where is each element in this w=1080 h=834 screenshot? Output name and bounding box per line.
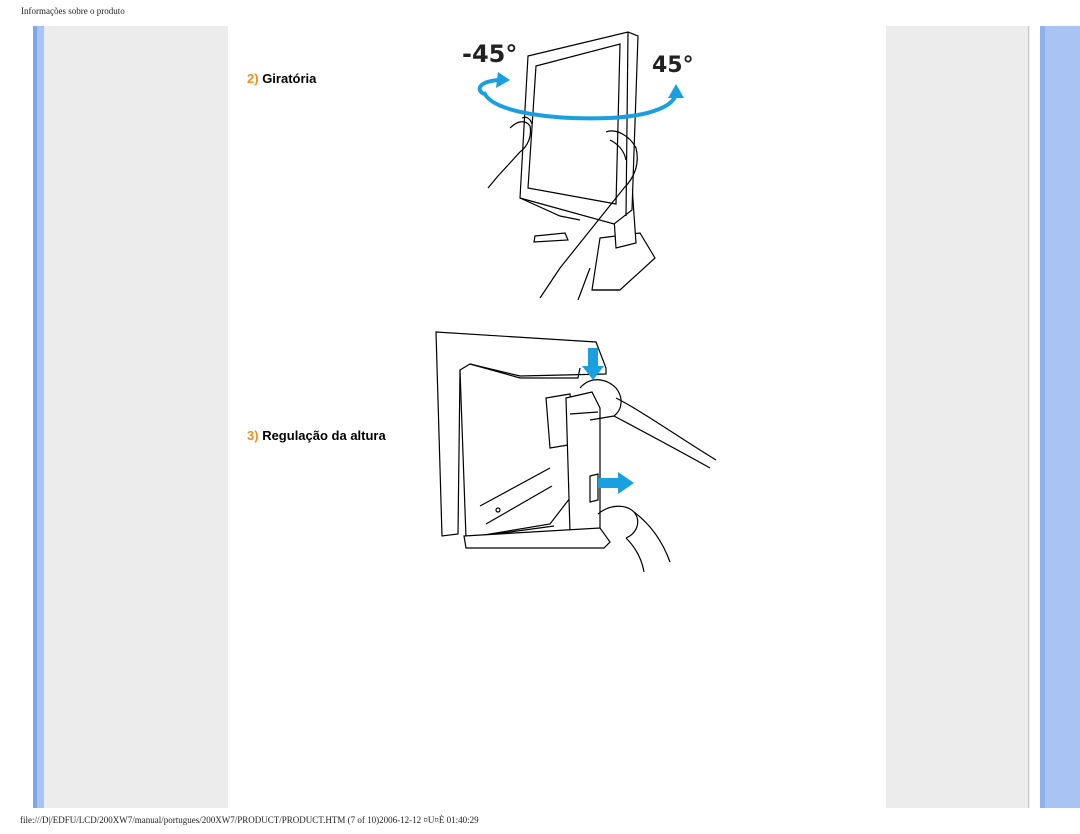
right-gray-panel [886,26,1030,808]
height-adjust-illustration [435,331,717,573]
down-arrow [582,348,604,380]
plus-45-label: 45° [652,53,694,78]
left-side-stripe [33,26,37,808]
swivel-illustration: -45° 45° [462,31,694,300]
swivel-arrow [477,72,684,121]
right-panel-divider [1028,26,1029,808]
section-title-text: Giratória [262,71,317,86]
section-number: 2) [247,71,259,86]
right-arrow [598,472,634,494]
section-title-text: Regulação da altura [262,428,386,443]
minus-45-label: -45° [462,40,517,68]
page-footer: file:///D|/EDFU/LCD/200XW7/manual/portug… [20,815,479,825]
section-number: 3) [247,428,259,443]
left-side-bar [33,26,44,808]
left-gray-panel [44,26,228,808]
page-header: Informações sobre o produto [21,6,125,16]
right-side-stripe [1040,26,1045,808]
section-height-title: 3) Regulação da altura [247,428,386,443]
section-swivel-title: 2) Giratória [247,71,316,86]
right-side-bar [1040,26,1080,808]
